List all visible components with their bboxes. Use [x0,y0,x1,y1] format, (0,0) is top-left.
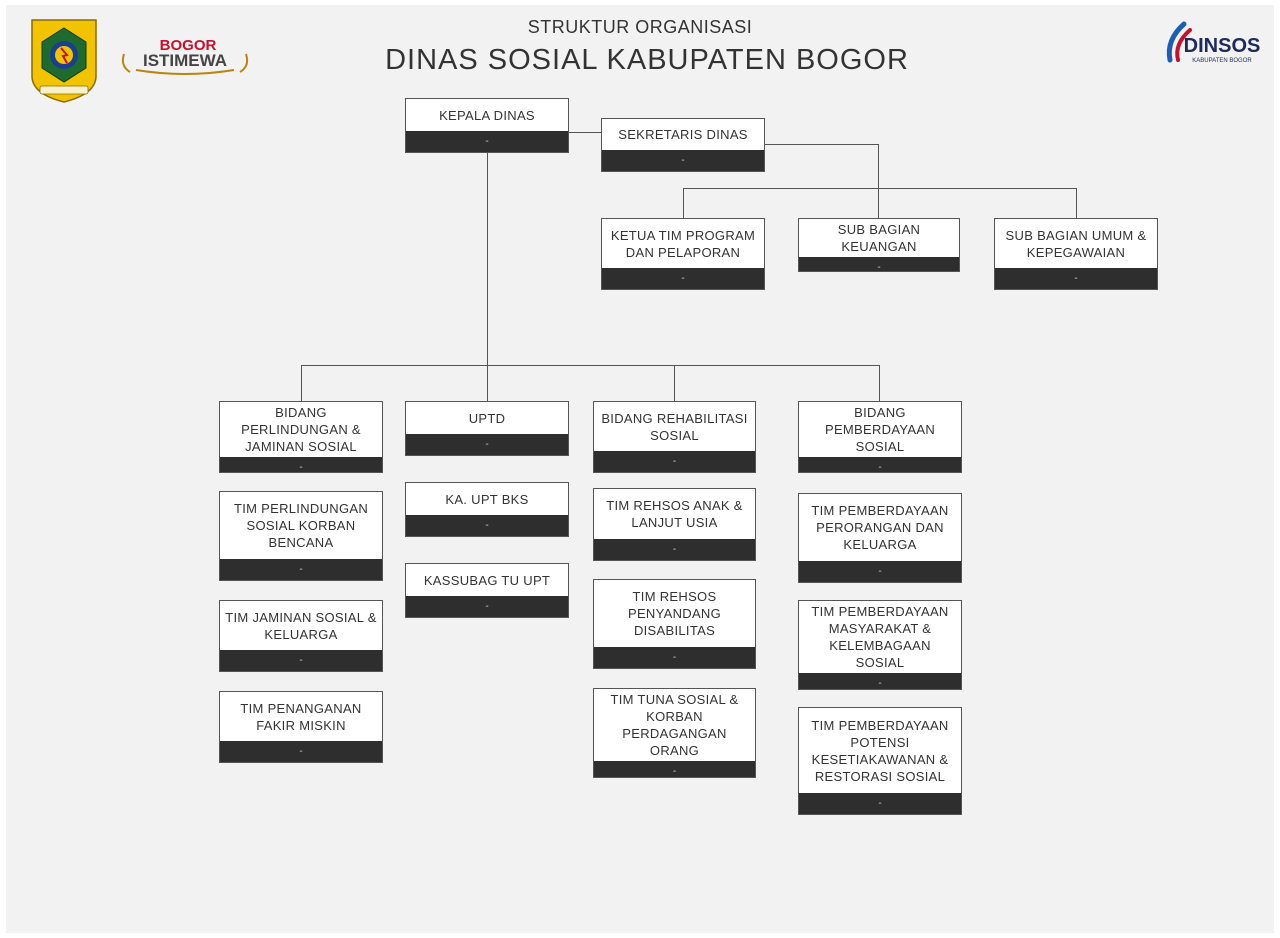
org-box-tim-perlindungan-bencana: TIM PERLINDUNGAN SOSIAL KORBAN BENCANA - [219,491,383,581]
box-value: - [594,761,755,777]
box-label: BIDANG PERLINDUNGAN & JAMINAN SOSIAL [241,405,361,454]
box-value: - [220,741,382,762]
org-box-bidang-pemberdayaan: BIDANG PEMBERDAYAAN SOSIAL - [798,401,962,473]
page-title: DINAS SOSIAL KABUPATEN BOGOR [385,44,909,76]
box-label: TIM PEMBERDAYAAN MASYARAKAT & KELEMBAGAA… [811,604,949,670]
connector [765,144,879,145]
box-value: - [799,561,961,582]
org-box-tim-fakir-miskin: TIM PENANGANAN FAKIR MISKIN - [219,691,383,763]
org-box-tim-rehsos-disabilitas: TIM REHSOS PENYANDANG DISABILITAS - [593,579,756,669]
org-box-sekretaris-dinas: SEKRETARIS DINAS - [601,118,765,172]
org-box-kassubag-tu-upt: KASSUBAG TU UPT - [405,563,569,618]
box-label: KA. UPT BKS [445,491,529,507]
box-value: - [406,131,568,152]
box-value: - [406,434,568,455]
connector [878,188,879,218]
connector [301,365,880,366]
box-value: - [220,457,382,472]
svg-text:DINSOS: DINSOS [1184,35,1261,57]
box-label: TIM REHSOS ANAK & LANJUT USIA [606,498,743,530]
connector [301,365,302,401]
connector [1076,188,1077,218]
org-box-bidang-perlindungan: BIDANG PERLINDUNGAN & JAMINAN SOSIAL - [219,401,383,473]
org-box-tim-pemberdayaan-perorangan: TIM PEMBERDAYAAN PERORANGAN DAN KELUARGA… [798,493,962,583]
svg-text:BOGOR: BOGOR [160,37,217,54]
connector [878,144,879,189]
box-value: - [602,268,764,289]
box-label: TIM PEMBERDAYAAN PERORANGAN DAN KELUARGA [811,503,949,552]
box-label: SEKRETARIS DINAS [618,127,748,142]
box-label: KETUA TIM PROGRAM DAN PELAPORAN [610,227,756,260]
box-label: BIDANG REHABILITASI SOSIAL [601,410,748,443]
box-label: TIM REHSOS PENYANDANG DISABILITAS [627,589,722,638]
box-value: - [594,451,755,472]
org-box-kepala-dinas: KEPALA DINAS - [405,98,569,153]
box-label: TIM PENANGANAN FAKIR MISKIN [240,700,362,733]
box-label: BIDANG PEMBERDAYAAN SOSIAL [824,405,936,454]
org-box-tim-pemberdayaan-masyarakat: TIM PEMBERDAYAAN MASYARAKAT & KELEMBAGAA… [798,600,962,690]
bogor-regency-emblem-icon [28,16,100,104]
box-value: - [220,559,382,580]
org-box-uptd: UPTD - [405,401,569,456]
box-label: KEPALA DINAS [439,107,535,123]
box-label: TIM PEMBERDAYAAN POTENSI KESETIAKAWANAN … [811,717,949,784]
bogor-istimewa-logo: BOGOR ISTIMEWA [118,36,252,76]
page-subtitle: STRUKTUR ORGANISASI [527,17,753,37]
svg-text:KABUPATEN BOGOR: KABUPATEN BOGOR [1192,58,1252,64]
box-value: - [799,457,961,472]
org-box-ka-upt-bks: KA. UPT BKS - [405,482,569,537]
org-box-tim-rehsos-anak: TIM REHSOS ANAK & LANJUT USIA - [593,488,756,561]
org-box-bidang-rehabilitasi: BIDANG REHABILITASI SOSIAL - [593,401,756,473]
box-value: - [220,650,382,671]
connector [674,365,675,401]
box-value: - [602,150,764,171]
dinsos-logo: DINSOS KABUPATEN BOGOR [1162,16,1268,68]
box-label: KASSUBAG TU UPT [423,572,551,588]
box-label: UPTD [468,410,506,426]
box-label: TIM JAMINAN SOSIAL & KELUARGA [225,609,377,642]
connector [879,365,880,401]
org-box-tim-pemberdayaan-potensi: TIM PEMBERDAYAAN POTENSI KESETIAKAWANAN … [798,707,962,815]
svg-text:ISTIMEWA: ISTIMEWA [143,51,227,70]
box-label: TIM PERLINDUNGAN SOSIAL KORBAN BENCANA [233,501,369,550]
box-value: - [406,596,568,617]
box-value: - [406,515,568,536]
box-value: - [995,268,1157,289]
box-value: - [799,257,959,271]
box-value: - [594,539,755,560]
box-value: - [594,647,755,668]
connector [569,132,601,133]
connector [683,188,684,218]
connector [487,153,488,401]
box-label: SUB BAGIAN KEUANGAN [837,222,921,254]
org-box-sub-bagian-keuangan: SUB BAGIAN KEUANGAN - [798,218,960,272]
org-box-sub-bagian-umum: SUB BAGIAN UMUM & KEPEGAWAIAN - [994,218,1158,290]
org-box-tim-jaminan-sosial: TIM JAMINAN SOSIAL & KELUARGA - [219,600,383,672]
box-value: - [799,673,961,689]
box-label: SUB BAGIAN UMUM & KEPEGAWAIAN [1005,227,1147,260]
box-value: - [799,793,961,814]
connector [683,188,1077,189]
org-box-ketua-tim-program: KETUA TIM PROGRAM DAN PELAPORAN - [601,218,765,290]
org-box-tim-tuna-sosial: TIM TUNA SOSIAL & KORBAN PERDAGANGAN ORA… [593,688,756,778]
box-label: TIM TUNA SOSIAL & KORBAN PERDAGANGAN ORA… [610,692,739,758]
